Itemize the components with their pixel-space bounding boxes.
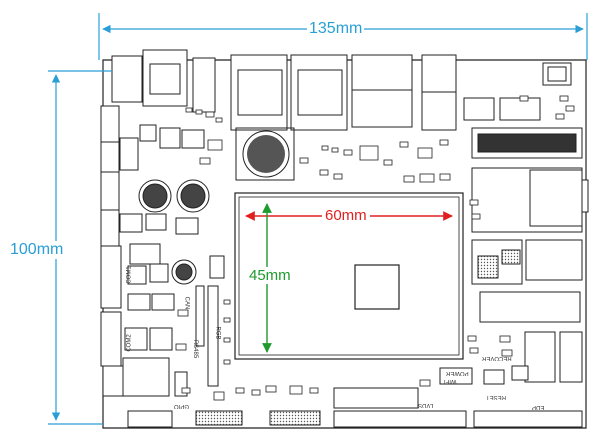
- battery: [235, 127, 295, 181]
- board-height-label: 100mm: [10, 241, 64, 259]
- com1-label: COM1: [126, 266, 133, 284]
- power-components: [119, 124, 210, 397]
- module-height-label: 45mm: [249, 267, 291, 284]
- rgb-label: RGB: [214, 326, 221, 340]
- top-connectors: [111, 49, 572, 131]
- power-label: POWER: [446, 370, 469, 376]
- wifi-label: WIFI: [444, 378, 457, 384]
- com2-label: COM2: [126, 334, 133, 352]
- lvds-label: LVDS: [418, 402, 434, 408]
- edp-label: EDP: [532, 404, 545, 410]
- module-width-label: 60mm: [322, 208, 370, 223]
- can-label: CAN: [183, 296, 190, 310]
- board-width-label: 135mm: [307, 20, 365, 37]
- pin-headers: [127, 255, 583, 428]
- left-connectors: [100, 105, 124, 397]
- module-frame: [234, 192, 464, 360]
- recover-label: RECOVER: [482, 355, 512, 361]
- rs485-label: RS485: [192, 339, 199, 359]
- reset-label: RESET: [486, 394, 507, 400]
- passive-components: [175, 95, 575, 401]
- right-components: [463, 97, 589, 385]
- gpio-label: GPIO: [174, 403, 190, 409]
